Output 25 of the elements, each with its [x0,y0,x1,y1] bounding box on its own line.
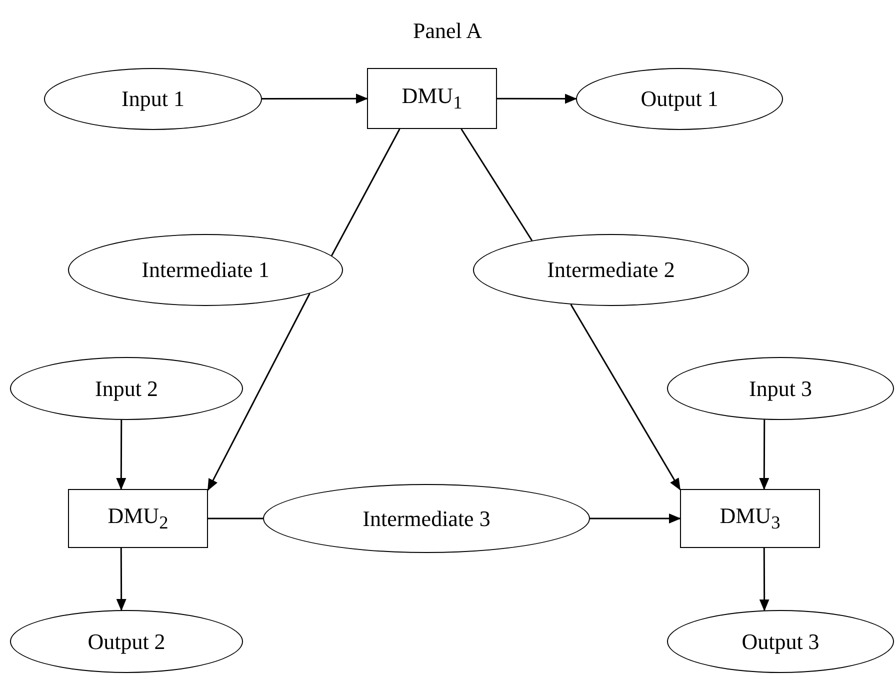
ellipse-node: Input 3 [667,357,894,420]
ellipse-node: Output 3 [667,610,894,673]
ellipse-node: Output 1 [576,68,783,130]
ellipse-node: Intermediate 2 [473,234,749,306]
arrow [570,304,681,490]
arrow [207,293,310,491]
arrow [497,94,577,104]
ellipse-node: Intermediate 3 [263,484,590,553]
ellipse-node: Output 2 [10,610,243,673]
ellipse-node: Input 2 [10,357,243,420]
process-box: DMU$_{3}$ [680,489,820,548]
process-box: DMU$_{1}$ [367,68,497,129]
arrow [590,514,681,524]
connector-line [208,518,263,520]
arrow [262,94,368,104]
arrow [116,548,126,612]
arrow [759,420,770,490]
connector-line [460,128,533,241]
process-box: DMU$_{2}$ [68,489,208,548]
arrow [759,548,770,612]
arrow [116,420,126,490]
diagram-title: Panel A [412,18,482,44]
ellipse-node: Input 1 [44,68,262,130]
connector-line [331,128,400,256]
ellipse-node: Intermediate 1 [68,234,343,306]
